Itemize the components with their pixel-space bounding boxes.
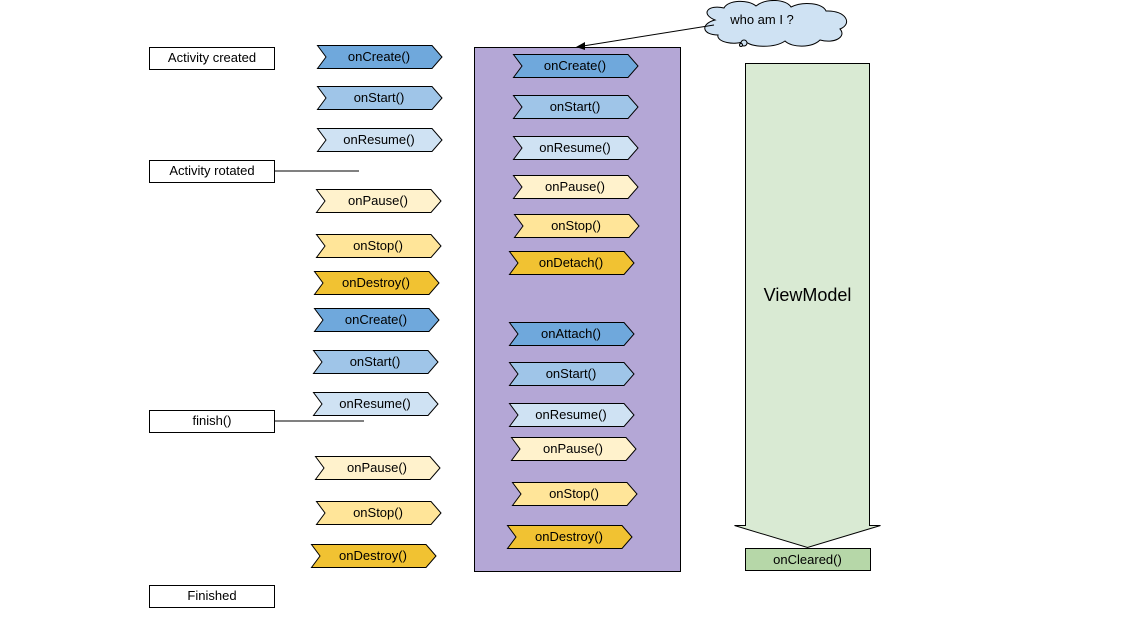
activity-step: onResume() xyxy=(316,128,443,152)
fragment-step: onStart() xyxy=(512,95,639,119)
fragment-step: onPause() xyxy=(512,175,639,199)
activity-step: onStop() xyxy=(315,501,442,525)
step-label: onDetach() xyxy=(538,255,604,270)
chevron-shape xyxy=(508,403,635,427)
chevron-shape xyxy=(508,362,635,386)
chevron-shape xyxy=(316,45,443,69)
chevron-shape xyxy=(508,322,635,346)
step-label: onDestroy() xyxy=(342,275,410,290)
step-label: onCreate() xyxy=(344,312,408,327)
chevron-shape xyxy=(512,95,639,119)
step-label: onStop() xyxy=(551,218,601,233)
step-label: onPause() xyxy=(545,179,605,194)
chevron-shape xyxy=(512,136,639,160)
fragment-step: onStart() xyxy=(508,362,635,386)
finish-call-label: finish() xyxy=(149,410,275,433)
chevron-shape xyxy=(315,501,442,525)
activity-step: onResume() xyxy=(312,392,439,416)
activity-rotated-label: Activity rotated xyxy=(149,160,275,183)
activity-step: onDestroy() xyxy=(313,271,440,295)
step-label: onStop() xyxy=(549,486,599,501)
chevron-shape xyxy=(513,214,640,238)
viewmodel-arrow xyxy=(734,63,881,549)
chevron-shape xyxy=(313,308,440,332)
fragment-step: onPause() xyxy=(510,437,637,461)
step-label: onResume() xyxy=(539,140,611,155)
step-label: onCreate() xyxy=(347,49,411,64)
chevron-shape xyxy=(316,86,443,110)
activity-step: onStop() xyxy=(315,234,442,258)
step-label: onResume() xyxy=(535,407,607,422)
viewmodel-label: ViewModel xyxy=(763,285,852,305)
chevron-shape xyxy=(512,54,639,78)
fragment-step: onResume() xyxy=(508,403,635,427)
fragment-step: onDestroy() xyxy=(506,525,633,549)
callout-pointer-head xyxy=(576,42,585,50)
step-label: onResume() xyxy=(339,396,411,411)
step-label: onStop() xyxy=(353,238,403,253)
fragment-step: onStop() xyxy=(513,214,640,238)
activity-step: onStart() xyxy=(316,86,443,110)
chevron-shape xyxy=(312,392,439,416)
fragment-step: onResume() xyxy=(512,136,639,160)
step-label: onPause() xyxy=(347,460,407,475)
step-label: onResume() xyxy=(343,132,415,147)
chevron-shape xyxy=(312,350,439,374)
cloud-bubble-tiny xyxy=(739,43,743,47)
callout-pointer-line xyxy=(582,24,715,47)
step-label: onPause() xyxy=(348,193,408,208)
step-label: onStart() xyxy=(349,354,401,369)
fragment-step: onDetach() xyxy=(508,251,635,275)
chevron-shape xyxy=(314,456,441,480)
cloud-callout-text: who am I ? xyxy=(730,12,794,27)
step-label: onDestroy() xyxy=(535,529,603,544)
chevron-shape xyxy=(508,251,635,275)
activity-step: onPause() xyxy=(315,189,442,213)
step-label: onStart() xyxy=(353,90,405,105)
chevron-shape xyxy=(310,544,437,568)
activity-step: onCreate() xyxy=(316,45,443,69)
step-label: onStart() xyxy=(549,99,601,114)
cloud-callout xyxy=(704,0,848,47)
chevron-shape xyxy=(315,234,442,258)
fragment-step: onCreate() xyxy=(512,54,639,78)
step-label: onPause() xyxy=(543,441,603,456)
chevron-shape xyxy=(510,437,637,461)
chevron-shape xyxy=(506,525,633,549)
step-label: onAttach() xyxy=(541,326,601,341)
fragment-step: onStop() xyxy=(511,482,638,506)
chevron-shape xyxy=(316,128,443,152)
on-cleared-box xyxy=(745,548,871,571)
activity-step: onCreate() xyxy=(313,308,440,332)
activity-step: onPause() xyxy=(314,456,441,480)
activity-step: onDestroy() xyxy=(310,544,437,568)
activity-created-label: Activity created xyxy=(149,47,275,70)
chevron-shape xyxy=(511,482,638,506)
activity-step: onStart() xyxy=(312,350,439,374)
step-label: onCreate() xyxy=(543,58,607,73)
finished-label: Finished xyxy=(149,585,275,608)
chevron-shape xyxy=(512,175,639,199)
on-cleared-label: onCleared() xyxy=(773,552,842,567)
chevron-shape xyxy=(315,189,442,213)
chevron-shape xyxy=(313,271,440,295)
fragment-step: onAttach() xyxy=(508,322,635,346)
step-label: onDestroy() xyxy=(339,548,407,563)
step-label: onStop() xyxy=(353,505,403,520)
step-label: onStart() xyxy=(545,366,597,381)
